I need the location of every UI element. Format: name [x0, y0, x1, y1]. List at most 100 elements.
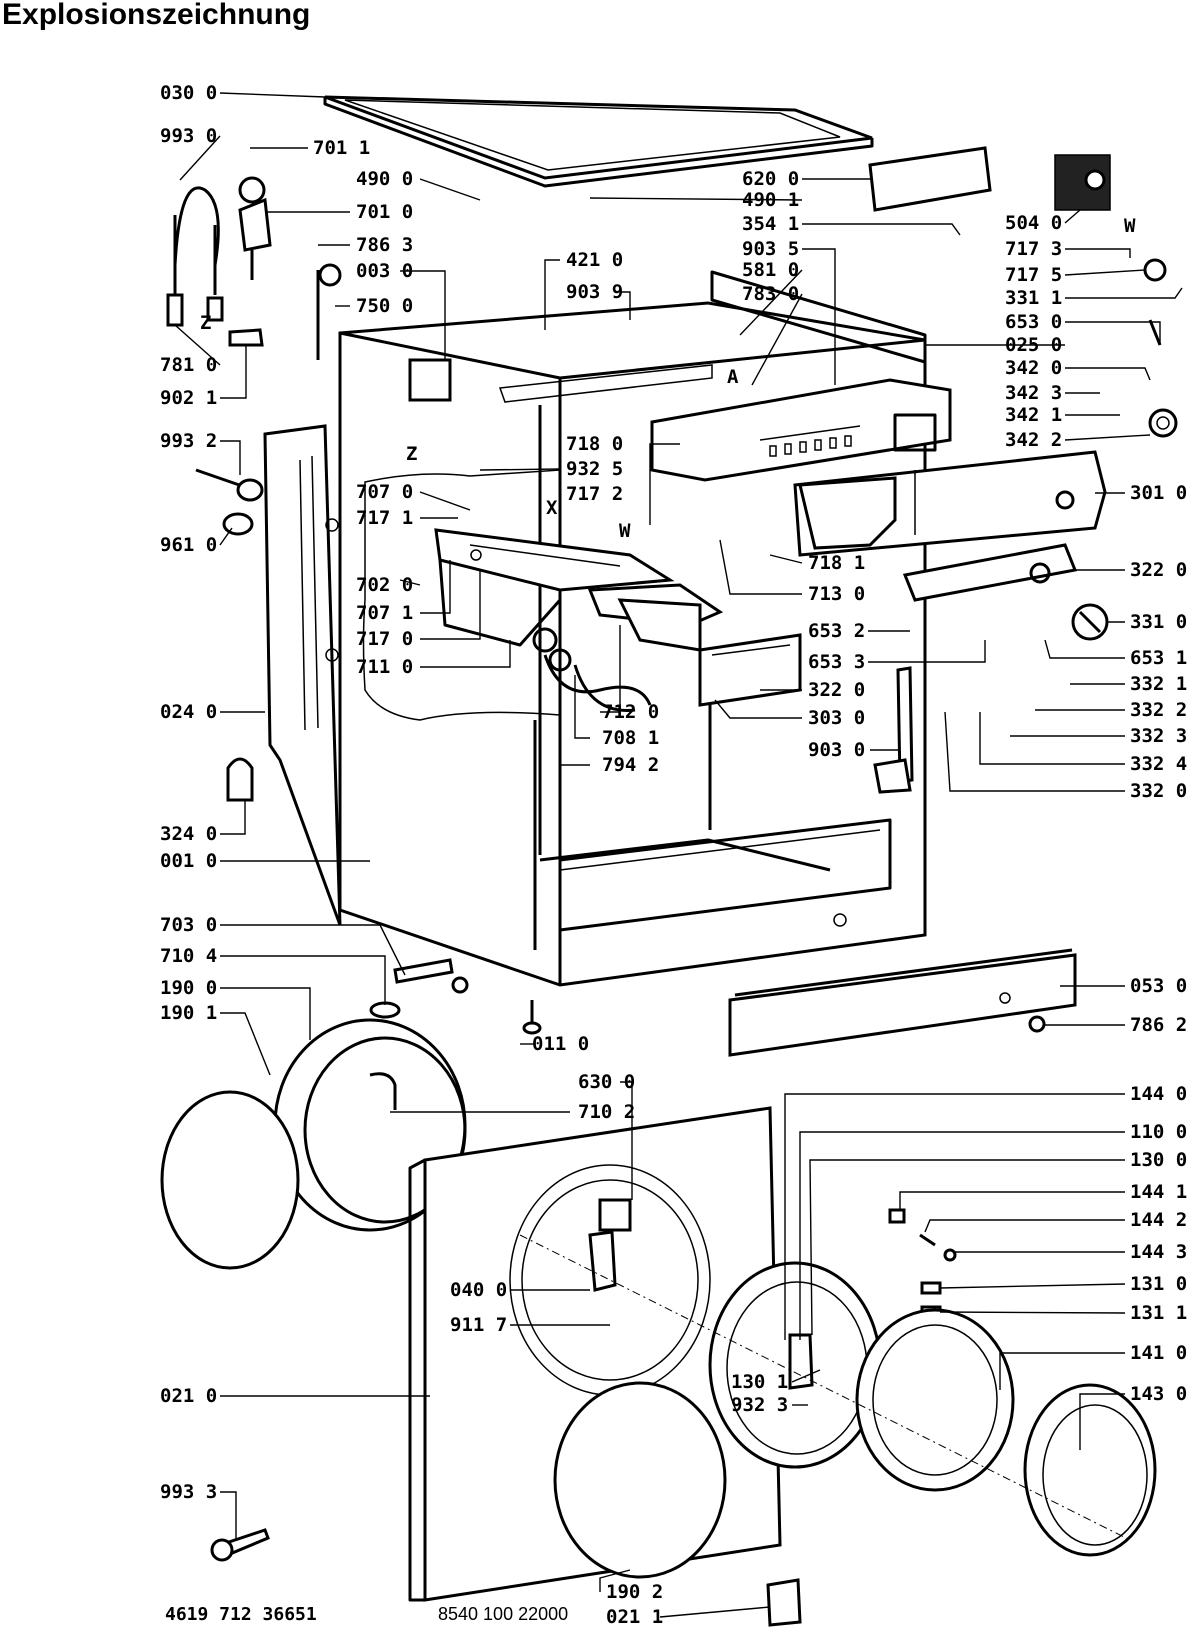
part-label-r4: 331 1	[1005, 287, 1062, 309]
part-label-l3: 701 1	[313, 137, 370, 159]
part-label-l15: 718 0	[566, 433, 623, 455]
part-label-r26: 144 2	[1130, 1209, 1187, 1231]
part-label-r20: 053 0	[1130, 975, 1187, 997]
part-label-l26: 708 1	[602, 727, 659, 749]
callout-letter-c4: X	[546, 497, 558, 519]
part-label-l29: 001 0	[160, 850, 217, 872]
part-label-l22: 717 0	[356, 628, 413, 650]
dispenser-part	[434, 528, 802, 712]
part-label-l33: 190 1	[160, 1002, 217, 1024]
part-label-m2: 490 1	[742, 189, 799, 211]
part-label-l10: 903 9	[566, 281, 623, 303]
callout-letter-c6: W	[1124, 215, 1136, 237]
part-label-l11: 781 0	[160, 354, 217, 376]
part-label-m9: 653 2	[808, 620, 865, 642]
part-label-r17: 332 3	[1130, 725, 1187, 747]
part-label-r6: 025 0	[1005, 334, 1062, 356]
cabinet-part	[263, 270, 927, 987]
part-label-m5: 581 0	[742, 259, 799, 281]
front-panel-part	[408, 1106, 1157, 1602]
callout-letter-c2: Z	[406, 443, 417, 465]
part-label-m3: 354 1	[742, 213, 799, 235]
part-label-r7: 342 0	[1005, 357, 1062, 379]
footer-left-code: 4619 712 36651	[165, 1604, 317, 1625]
part-label-l36: 710 2	[578, 1101, 635, 1123]
part-label-r16: 332 2	[1130, 699, 1187, 721]
part-label-r3: 717 5	[1005, 264, 1062, 286]
part-label-l35: 630 0	[578, 1071, 635, 1093]
part-label-l8: 750 0	[356, 295, 413, 317]
part-label-l18: 707 0	[356, 481, 413, 503]
part-label-l41: 932 3	[731, 1394, 788, 1416]
door-seal-part	[160, 1018, 467, 1270]
part-label-l19: 717 1	[356, 507, 413, 529]
part-label-l38: 911 7	[450, 1314, 507, 1336]
part-label-r14: 653 1	[1130, 647, 1187, 669]
part-number-labels: 030 0 993 0 701 1 490 0 701 0 786 3 003 0 750 0…	[160, 82, 1187, 1628]
part-label-l21: 707 1	[356, 602, 413, 624]
part-label-l30: 703 0	[160, 914, 217, 936]
part-label-l4: 490 0	[356, 168, 413, 190]
callout-letter-c5: W	[619, 520, 631, 542]
part-label-l44: 021 1	[606, 1606, 663, 1628]
part-label-l6: 786 3	[356, 234, 413, 256]
part-label-r9: 342 1	[1005, 404, 1062, 426]
part-label-r5: 653 0	[1005, 311, 1062, 333]
part-label-r29: 131 1	[1130, 1302, 1187, 1324]
part-label-m7: 718 1	[808, 552, 865, 574]
part-label-r8: 342 3	[1005, 382, 1062, 404]
part-label-r10: 342 2	[1005, 429, 1062, 451]
part-label-r11: 301 0	[1130, 482, 1187, 504]
part-label-r12: 322 0	[1130, 559, 1187, 581]
part-label-r28: 131 0	[1130, 1273, 1187, 1295]
part-label-l20: 702 0	[356, 574, 413, 596]
part-label-m6: 783 0	[742, 283, 799, 305]
part-label-r19: 332 0	[1130, 780, 1187, 802]
part-label-l27: 794 2	[602, 754, 659, 776]
part-label-l39: 021 0	[160, 1385, 217, 1407]
part-label-r15: 332 1	[1130, 673, 1187, 695]
part-label-l5: 701 0	[356, 201, 413, 223]
part-label-r18: 332 4	[1130, 753, 1187, 775]
callout-letter-c3: A	[727, 366, 739, 388]
part-label-l12: 902 1	[160, 387, 217, 409]
part-label-l2: 993 0	[160, 125, 217, 147]
part-label-l16: 932 5	[566, 458, 623, 480]
part-label-m10: 653 3	[808, 651, 865, 673]
part-label-m11: 322 0	[808, 679, 865, 701]
part-label-l23: 711 0	[356, 656, 413, 678]
part-label-l13: 993 2	[160, 430, 217, 452]
footer-right-code: 8540 100 22000	[438, 1604, 568, 1624]
part-label-l34: 011 0	[532, 1033, 589, 1055]
part-label-r13: 331 0	[1130, 611, 1187, 633]
callout-letter-c1: Z	[200, 312, 211, 334]
part-label-m8: 713 0	[808, 583, 865, 605]
part-label-r22: 144 0	[1130, 1083, 1187, 1105]
part-label-m1: 620 0	[742, 168, 799, 190]
part-label-r1: 504 0	[1005, 212, 1062, 234]
part-label-r23: 110 0	[1130, 1121, 1187, 1143]
part-label-l14: 961 0	[160, 534, 217, 556]
part-label-l40: 130 1	[731, 1371, 788, 1393]
part-label-l7: 003 0	[356, 260, 413, 282]
part-label-l1: 030 0	[160, 82, 217, 104]
part-label-l43: 190 2	[606, 1581, 663, 1603]
page-title: Explosionszeichnung	[2, 0, 311, 31]
part-label-r25: 144 1	[1130, 1181, 1187, 1203]
part-label-m13: 903 0	[808, 739, 865, 761]
top-cover-part	[323, 95, 874, 188]
part-label-l37: 040 0	[450, 1279, 507, 1301]
part-label-l32: 190 0	[160, 977, 217, 999]
part-label-r27: 144 3	[1130, 1241, 1187, 1263]
part-label-l9: 421 0	[566, 249, 623, 271]
part-label-l17: 717 2	[566, 483, 623, 505]
part-label-r2: 717 3	[1005, 238, 1062, 260]
part-label-r24: 130 0	[1130, 1149, 1187, 1171]
part-label-l42: 993 3	[160, 1481, 217, 1503]
part-label-m4: 903 5	[742, 238, 799, 260]
leader-lines	[174, 92, 1183, 1618]
control-panel-part	[650, 378, 1109, 641]
part-label-r31: 143 0	[1130, 1383, 1187, 1405]
part-label-r21: 786 2	[1130, 1014, 1187, 1036]
